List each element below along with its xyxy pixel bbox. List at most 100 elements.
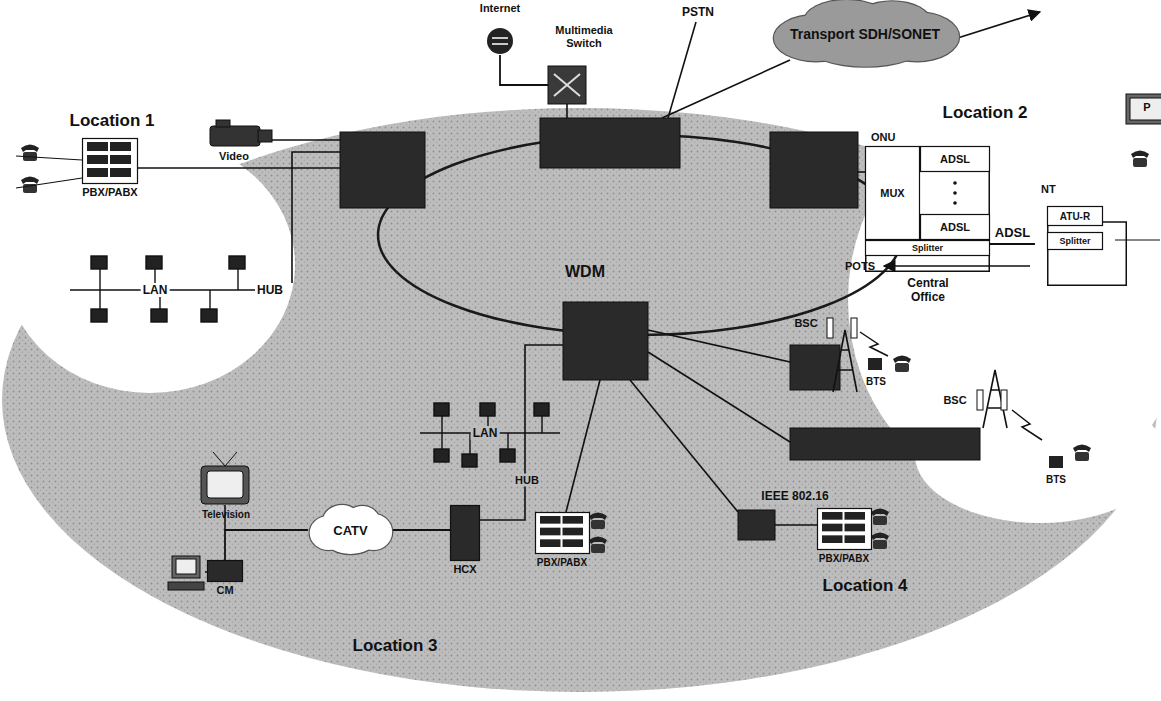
node-text: ATU-R	[1047, 210, 1103, 223]
node-text: PBX/PABX	[817, 552, 872, 565]
lan-stations	[99, 268, 100, 290]
nt-box-outline	[1035, 182, 1161, 332]
bsc-antenna	[851, 318, 857, 338]
adm-node	[563, 302, 648, 380]
node-text: ADSL	[920, 153, 990, 166]
wires	[292, 152, 340, 283]
video-camera	[210, 126, 260, 146]
bsc-tower	[833, 330, 1007, 428]
lan-stations	[541, 415, 542, 433]
wires	[205, 571, 207, 573]
lan-stations	[146, 256, 162, 269]
text-label: Location 2	[940, 103, 1029, 122]
text-label: BSC	[792, 317, 819, 330]
router-icon: Internet	[470, 2, 530, 56]
lan-stations	[441, 433, 442, 450]
text-label: HUB	[255, 283, 285, 297]
radio-link	[860, 332, 1042, 440]
text-label: Location 4	[820, 576, 909, 595]
ground-region	[2, 105, 1161, 692]
telephone	[21, 145, 1149, 554]
telephone	[1073, 445, 1091, 462]
adm-node	[770, 132, 858, 208]
adm-node	[340, 118, 980, 540]
text-label: Location 3	[350, 636, 439, 655]
telephone	[871, 509, 889, 526]
lan-stations	[462, 454, 477, 467]
text-label: LAN	[141, 283, 170, 297]
text-label: PSTN	[680, 5, 716, 19]
telephone	[871, 533, 889, 550]
adm-node	[540, 118, 680, 168]
connector-line	[225, 530, 308, 560]
node-text: NT	[1035, 183, 1115, 196]
lan-stations	[534, 403, 549, 416]
computer	[176, 559, 196, 574]
bsc-tower	[833, 330, 857, 392]
radio-link	[1012, 410, 1042, 440]
splitter-box: Splitter	[1047, 232, 1103, 250]
television	[201, 452, 249, 504]
bsc-antenna	[827, 318, 1007, 410]
text-label: Central Office	[896, 276, 960, 304]
ground-region	[5, 137, 295, 393]
node-text: Multimedia Switch	[548, 24, 620, 50]
text-label: P	[1141, 101, 1152, 114]
television	[213, 452, 225, 466]
connector-label: ADSL	[993, 226, 1032, 240]
telephone	[893, 356, 911, 373]
lan-stations	[99, 290, 100, 310]
lan-stations	[237, 268, 238, 290]
telephone	[589, 513, 607, 530]
onu-dots	[953, 181, 957, 185]
wires	[566, 104, 568, 118]
telephone	[589, 537, 607, 554]
lan-stations	[441, 415, 442, 433]
computer	[168, 94, 1161, 590]
node-text: Internet	[470, 2, 530, 15]
computer	[1126, 94, 1161, 124]
lan-stations	[500, 449, 515, 462]
node-text: CATV	[308, 524, 393, 537]
wires	[525, 345, 563, 440]
bts-box	[868, 358, 882, 370]
pbx-box: PBX/PABX	[817, 508, 872, 566]
hcx-box: HCX	[450, 505, 480, 577]
text-label: IEEE 802.16	[759, 489, 830, 503]
adm-node	[790, 428, 980, 460]
adm-node	[340, 132, 425, 208]
lan-stations	[91, 256, 107, 269]
wires	[858, 171, 865, 173]
text-label: Television	[200, 509, 252, 521]
telephone	[21, 145, 39, 162]
splitter-box: Splitter	[865, 240, 990, 256]
wires	[775, 524, 822, 526]
adm-node	[790, 345, 840, 390]
cable-modem: CM	[207, 560, 243, 598]
text-label: BSC	[941, 394, 968, 407]
television	[225, 452, 237, 466]
text-label: LAN	[471, 426, 500, 440]
bsc-antenna	[1001, 390, 1007, 410]
television	[207, 471, 243, 498]
lan-stations	[209, 290, 210, 310]
adsl-box: ADSL	[920, 214, 990, 240]
wires	[566, 380, 600, 512]
wires	[630, 380, 738, 512]
text-label: WDM	[563, 263, 607, 281]
onu-box: MUXADSLADSLSplitterONU	[865, 130, 990, 256]
video-camera	[216, 120, 230, 127]
lan-stations	[480, 403, 495, 416]
bts-box	[1049, 456, 1063, 468]
node-text: MUX	[865, 187, 920, 200]
computer	[1115, 240, 1160, 241]
atu-box: ATU-R	[1047, 206, 1103, 226]
wires	[662, 60, 790, 118]
text-label: HUB	[513, 474, 541, 487]
node-text: Splitter	[1047, 235, 1103, 248]
wires	[668, 22, 696, 118]
switch-box: Multimedia Switch	[548, 24, 620, 104]
onu-dots	[953, 181, 957, 205]
phone-wire	[16, 156, 872, 548]
connector-line	[500, 55, 548, 85]
